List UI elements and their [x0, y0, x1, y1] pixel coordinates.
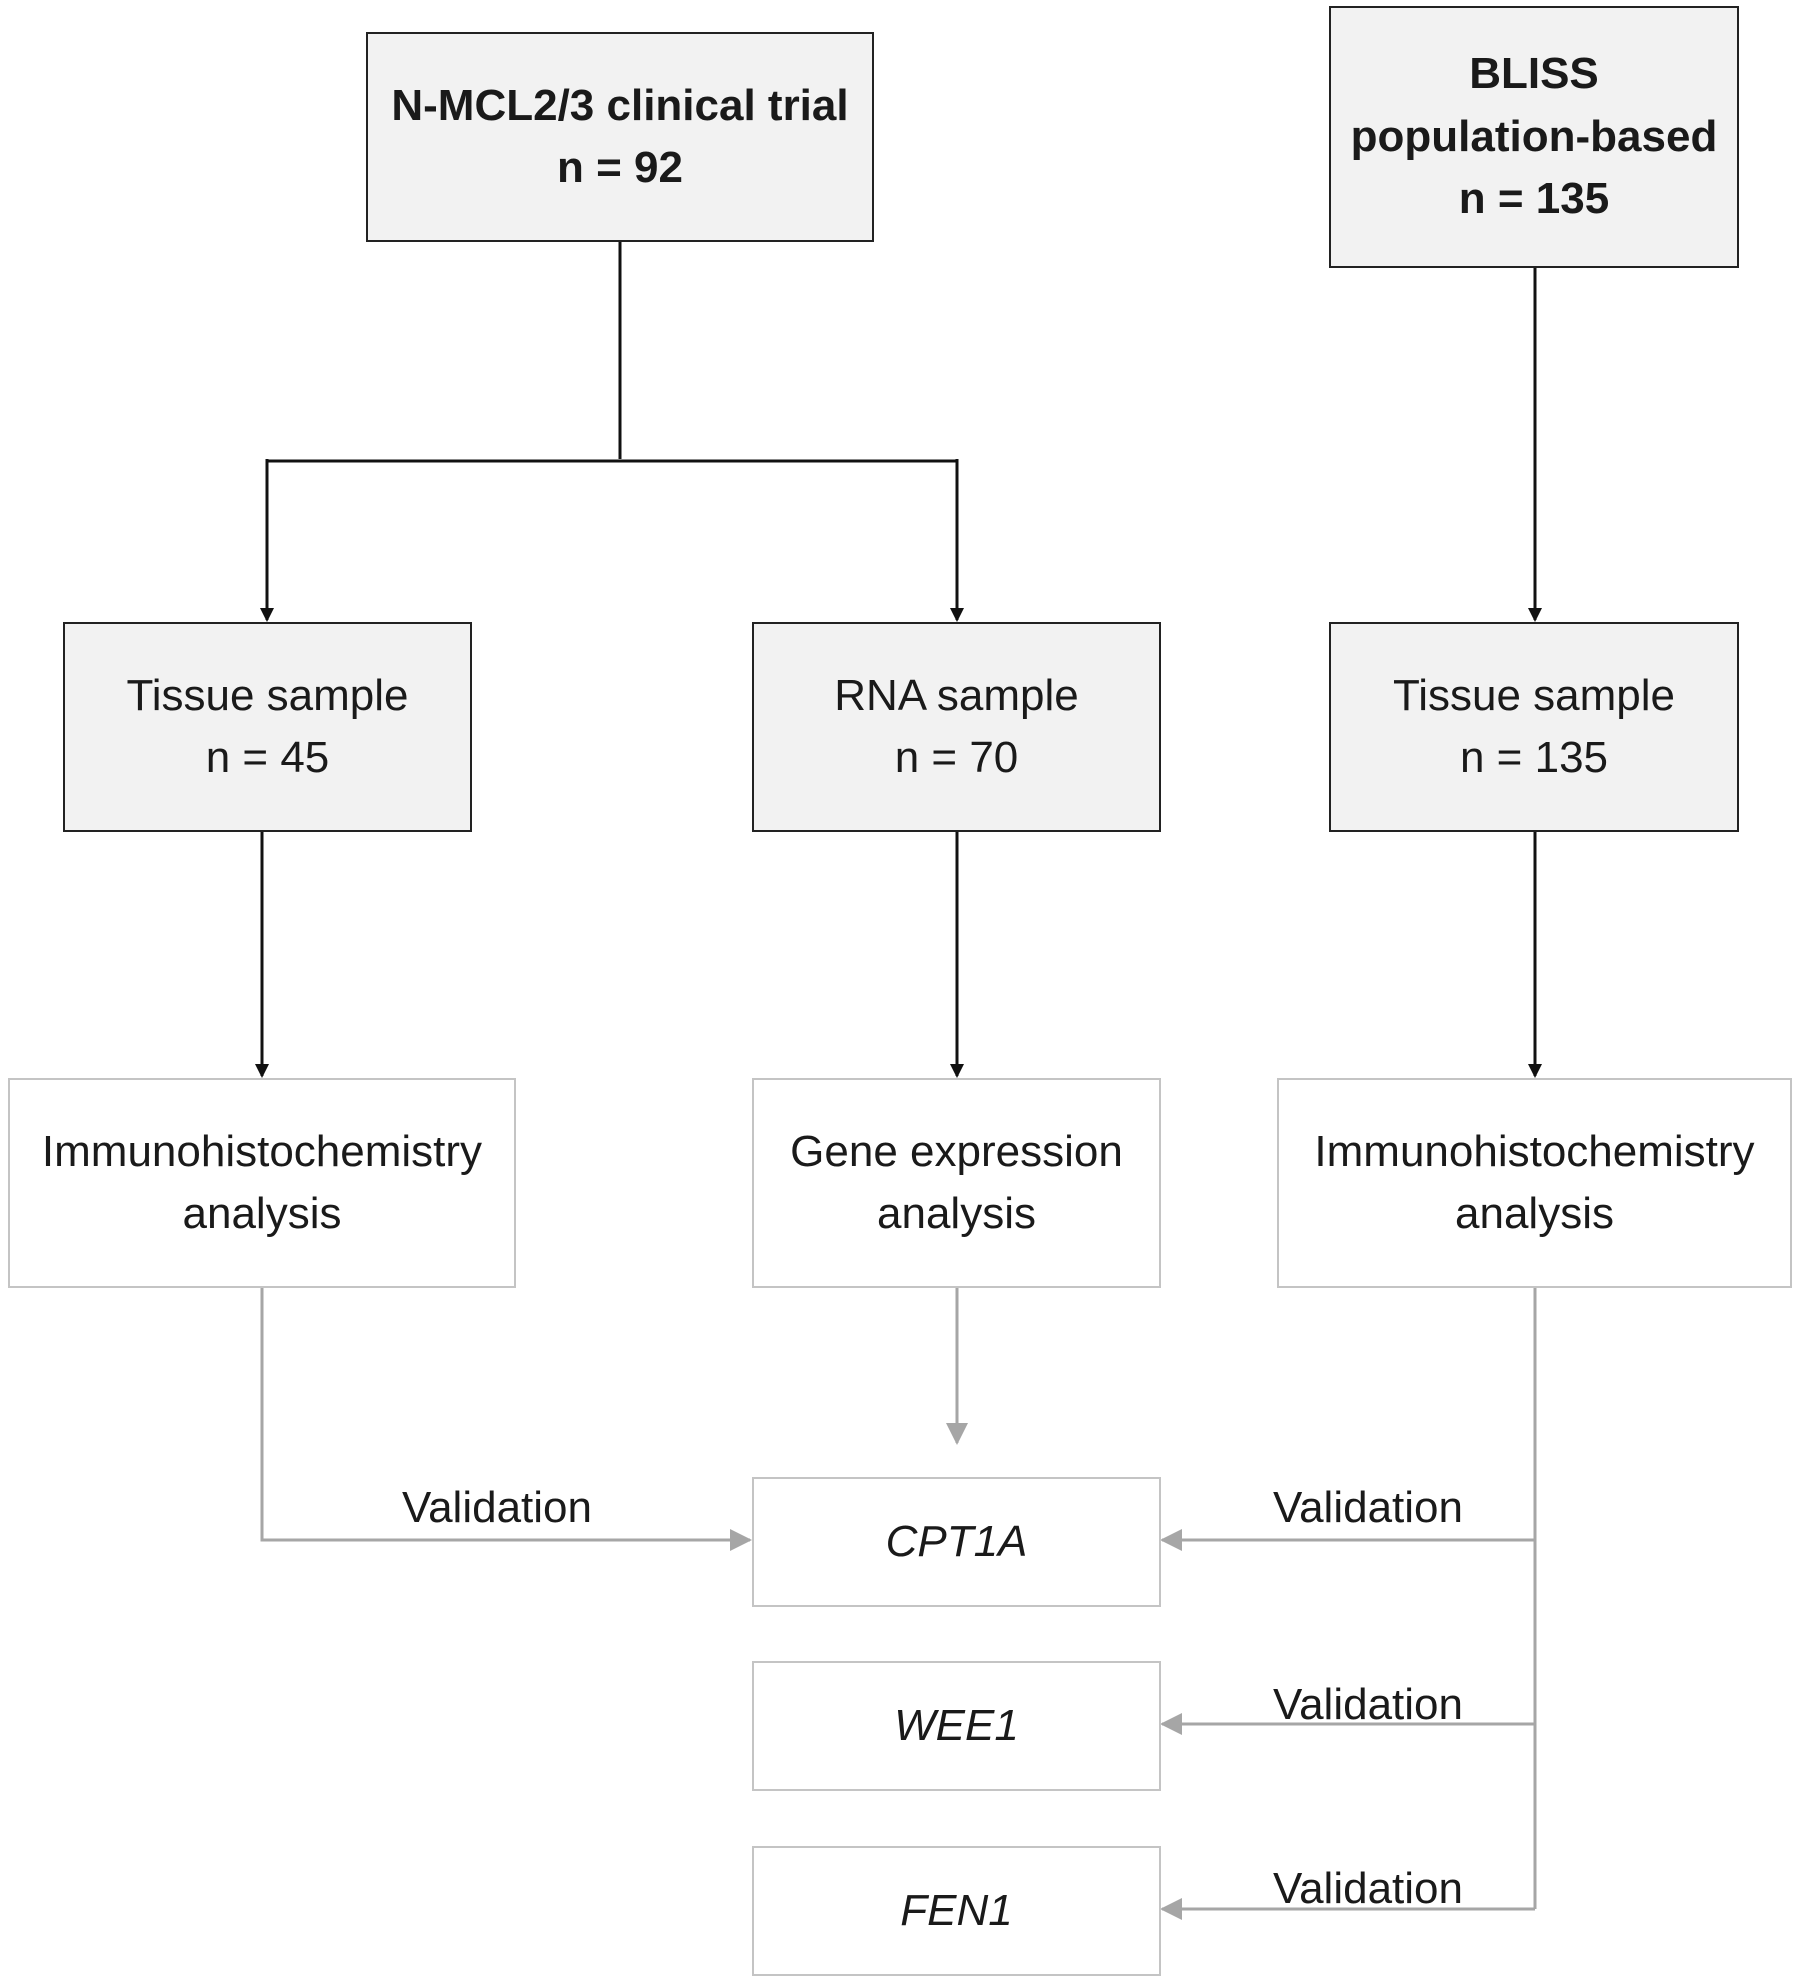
ihc-analysis-bliss-box: Immunohistochemistry analysis — [1277, 1078, 1792, 1288]
tissue-sample-bliss-box: Tissue sample n = 135 — [1329, 622, 1739, 832]
validation-label-wee1: Validation — [1273, 1680, 1463, 1729]
rna-sample-trial-label: RNA sample — [834, 670, 1079, 720]
ihc-analysis-bliss-line1: Immunohistochemistry — [1314, 1126, 1755, 1176]
rna-sample-trial-count: n = 70 — [894, 733, 1019, 782]
gene-box-wee1: WEE1 — [752, 1661, 1161, 1791]
tissue-sample-trial-box: Tissue sample n = 45 — [63, 622, 472, 832]
bliss-source-box: BLISS population-based n = 135 — [1329, 6, 1739, 268]
ihc-analysis-trial-line2: analysis — [182, 1189, 342, 1238]
bliss-source-title-line1: BLISS — [1469, 49, 1599, 99]
trial-source-title: N-MCL2/3 clinical trial — [391, 80, 849, 130]
gene-label-wee1: WEE1 — [894, 1700, 1019, 1750]
trial-source-box: N-MCL2/3 clinical trial n = 92 — [366, 32, 874, 242]
tissue-sample-bliss-count: n = 135 — [1459, 733, 1609, 782]
gene-label-cpt1a: CPT1A — [885, 1516, 1028, 1566]
ihc-analysis-trial-box: Immunohistochemistry analysis — [8, 1078, 516, 1288]
validation-label-left: Validation — [402, 1483, 592, 1532]
gene-expression-analysis-line2: analysis — [877, 1189, 1036, 1238]
validation-label-fen1: Validation — [1273, 1864, 1463, 1913]
rna-sample-trial-box: RNA sample n = 70 — [752, 622, 1161, 832]
gene-expression-analysis-line1: Gene expression — [790, 1126, 1123, 1176]
ihc-analysis-trial-line1: Immunohistochemistry — [41, 1126, 483, 1176]
ihc-analysis-bliss-line2: analysis — [1455, 1189, 1614, 1238]
bliss-source-title-line2: population-based — [1350, 111, 1718, 161]
tissue-sample-bliss-label: Tissue sample — [1392, 670, 1676, 720]
gene-box-fen1: FEN1 — [752, 1846, 1161, 1976]
arrow-ihc-left-validation — [260, 1288, 752, 1551]
gene-box-cpt1a: CPT1A — [752, 1477, 1161, 1607]
trial-source-count: n = 92 — [557, 143, 683, 192]
validation-label-cpt1a: Validation — [1273, 1483, 1463, 1532]
tissue-sample-trial-count: n = 45 — [205, 733, 330, 782]
gene-label-fen1: FEN1 — [900, 1885, 1013, 1935]
bliss-source-count: n = 135 — [1458, 174, 1610, 224]
gene-expression-analysis-box: Gene expression analysis — [752, 1078, 1161, 1288]
tissue-sample-trial-label: Tissue sample — [126, 670, 409, 720]
